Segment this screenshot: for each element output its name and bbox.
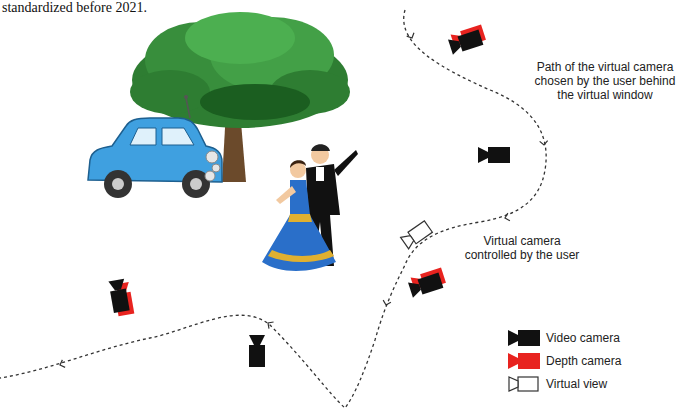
legend-virtual-view <box>509 377 538 391</box>
legend-text: Virtual view <box>546 377 607 391</box>
video-depth-camera <box>447 25 487 55</box>
virtual-camera <box>401 221 433 249</box>
virtual-camera-callout: Virtual camera controlled by the user <box>458 234 586 262</box>
camera-path <box>0 10 546 408</box>
legend-text: Depth camera <box>546 354 621 368</box>
car <box>88 95 222 198</box>
legend-text: Video camera <box>546 331 620 345</box>
legend-depth-camera <box>508 353 540 369</box>
video-depth-camera <box>108 278 134 317</box>
video-camera <box>249 335 265 367</box>
path-callout: Path of the virtual camera chosen by the… <box>525 60 685 102</box>
page-text: standardized before 2021. <box>2 0 202 16</box>
path-arrows <box>59 33 548 369</box>
video-camera <box>478 147 510 163</box>
dancers <box>262 144 358 271</box>
video-depth-camera <box>407 268 447 298</box>
legend-video-camera <box>508 330 540 346</box>
